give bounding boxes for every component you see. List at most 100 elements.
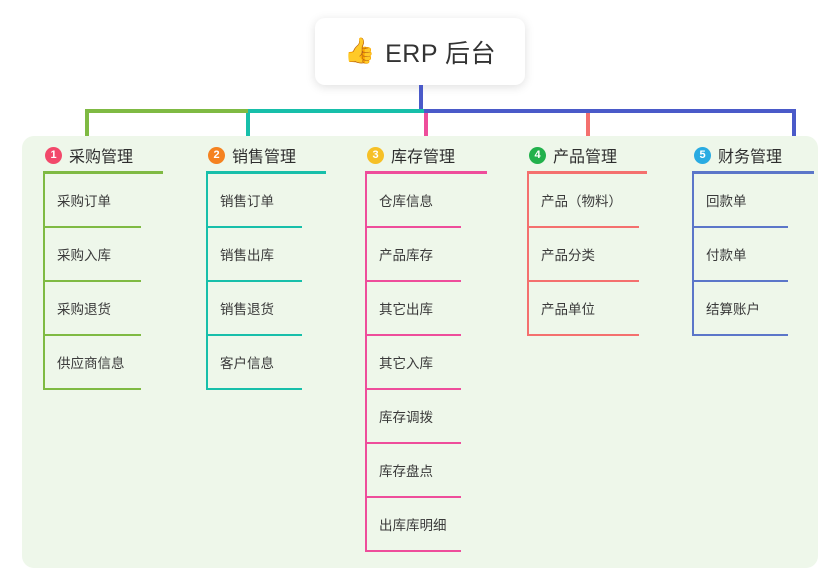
leaf-item[interactable]: 销售出库 [206, 228, 302, 282]
leaf-underline [365, 280, 461, 282]
leaf-item[interactable]: 产品单位 [527, 282, 639, 336]
leaf-spine [206, 174, 208, 228]
leaf-item[interactable]: 产品（物料） [527, 174, 639, 228]
leaf-label: 结算账户 [706, 302, 760, 317]
branch-badge-purchase: 1 [45, 146, 62, 164]
branch-badge-finance: 5 [694, 146, 711, 164]
leaf-spine [206, 282, 208, 336]
leaf-item[interactable]: 结算账户 [692, 282, 788, 336]
leaf-label: 客户信息 [220, 356, 274, 371]
branch-header-inventory[interactable]: 3 库存管理 [365, 136, 487, 174]
leaf-underline [692, 226, 788, 228]
leaf-item[interactable]: 其它入库 [365, 336, 461, 390]
leaf-item[interactable]: 销售退货 [206, 282, 302, 336]
leaf-underline [527, 226, 639, 228]
leaf-label: 回款单 [706, 194, 747, 209]
leaf-item[interactable]: 供应商信息 [43, 336, 141, 390]
leaf-item[interactable]: 产品库存 [365, 228, 461, 282]
branch-badge-product: 4 [529, 146, 546, 164]
branch-badge-inventory: 3 [367, 146, 384, 164]
leaf-spine [365, 336, 367, 390]
leaf-label: 其它入库 [379, 356, 433, 371]
branch-underline-sales [206, 171, 326, 174]
branch-badge-sales: 2 [208, 146, 225, 164]
root-node-card[interactable]: 👍 ERP 后台 [315, 18, 525, 85]
leaf-label: 采购退货 [57, 302, 111, 317]
branch-title-purchase: 采购管理 [69, 149, 134, 166]
leaf-label: 采购订单 [57, 194, 111, 209]
branch-column-product: 4 产品管理产品（物料） 产品分类产品单位 [527, 136, 647, 336]
leaf-spine [365, 444, 367, 498]
branch-column-finance: 5 财务管理回款单付款单结算账户 [692, 136, 814, 336]
leaf-label: 产品分类 [541, 248, 595, 263]
connector-drop-sales [246, 113, 250, 158]
connector-trunk [419, 85, 423, 113]
leaf-label: 销售订单 [220, 194, 274, 209]
leaf-label: 产品（物料） [541, 194, 622, 209]
leaf-item[interactable]: 产品分类 [527, 228, 639, 282]
leaf-label: 产品单位 [541, 302, 595, 317]
leaf-underline [365, 226, 461, 228]
branch-underline-purchase [43, 171, 163, 174]
leaf-item[interactable]: 库存盘点 [365, 444, 461, 498]
connector-drop-inventory [424, 113, 428, 158]
leaf-underline [365, 496, 461, 498]
connector-segment-teal [248, 109, 426, 113]
leaf-item[interactable]: 仓库信息 [365, 174, 461, 228]
leaf-spine [527, 282, 529, 336]
leaf-item[interactable]: 付款单 [692, 228, 788, 282]
connector-drop-finance [792, 113, 796, 158]
branch-title-finance: 财务管理 [718, 149, 783, 166]
branch-title-product: 产品管理 [553, 149, 618, 166]
leaf-item[interactable]: 其它出库 [365, 282, 461, 336]
leaf-spine [365, 174, 367, 228]
leaf-item[interactable]: 库存调拨 [365, 390, 461, 444]
leaf-label: 其它出库 [379, 302, 433, 317]
branch-underline-product [527, 171, 647, 174]
branch-items-purchase: 采购订单采购入库采购退货供应商信息 [43, 174, 141, 390]
branch-underline-finance [692, 171, 814, 174]
branch-header-product[interactable]: 4 产品管理 [527, 136, 647, 174]
connector-drop-product [586, 113, 590, 158]
leaf-item[interactable]: 出库库明细 [365, 498, 461, 552]
connector-segment-blue [424, 109, 796, 113]
branch-header-finance[interactable]: 5 财务管理 [692, 136, 814, 174]
leaf-label: 销售出库 [220, 248, 274, 263]
leaf-item[interactable]: 回款单 [692, 174, 788, 228]
root-node-title: ERP 后台 [385, 39, 497, 68]
leaf-item[interactable]: 采购退货 [43, 282, 141, 336]
branch-items-inventory: 仓库信息产品库存其它出库其它入库库存调拨库存盘点出库库明细 [365, 174, 461, 552]
branch-underline-inventory [365, 171, 487, 174]
branch-items-finance: 回款单付款单结算账户 [692, 174, 788, 336]
leaf-underline [365, 550, 461, 552]
leaf-spine [43, 282, 45, 336]
leaf-underline [206, 388, 302, 390]
leaf-spine [692, 282, 694, 336]
leaf-label: 仓库信息 [379, 194, 433, 209]
branch-title-inventory: 库存管理 [391, 149, 456, 166]
connector-drop-purchase [85, 113, 89, 158]
leaf-label: 采购入库 [57, 248, 111, 263]
leaf-label: 销售退货 [220, 302, 274, 317]
leaf-item[interactable]: 采购入库 [43, 228, 141, 282]
leaf-label: 库存盘点 [379, 464, 433, 479]
leaf-item[interactable]: 销售订单 [206, 174, 302, 228]
leaf-item[interactable]: 客户信息 [206, 336, 302, 390]
leaf-underline [527, 334, 639, 336]
leaf-spine [692, 174, 694, 228]
connector-segment-green [85, 109, 249, 113]
leaf-label: 付款单 [706, 248, 747, 263]
leaf-spine [692, 228, 694, 282]
leaf-label: 出库库明细 [379, 518, 447, 533]
leaf-underline [43, 280, 141, 282]
branch-items-sales: 销售订单销售出库销售退货客户信息 [206, 174, 302, 390]
leaf-spine [43, 228, 45, 282]
branch-header-purchase[interactable]: 1 采购管理 [43, 136, 163, 174]
leaf-item[interactable]: 采购订单 [43, 174, 141, 228]
leaf-underline [43, 226, 141, 228]
branch-items-product: 产品（物料） 产品分类产品单位 [527, 174, 639, 336]
leaf-label: 产品库存 [379, 248, 433, 263]
